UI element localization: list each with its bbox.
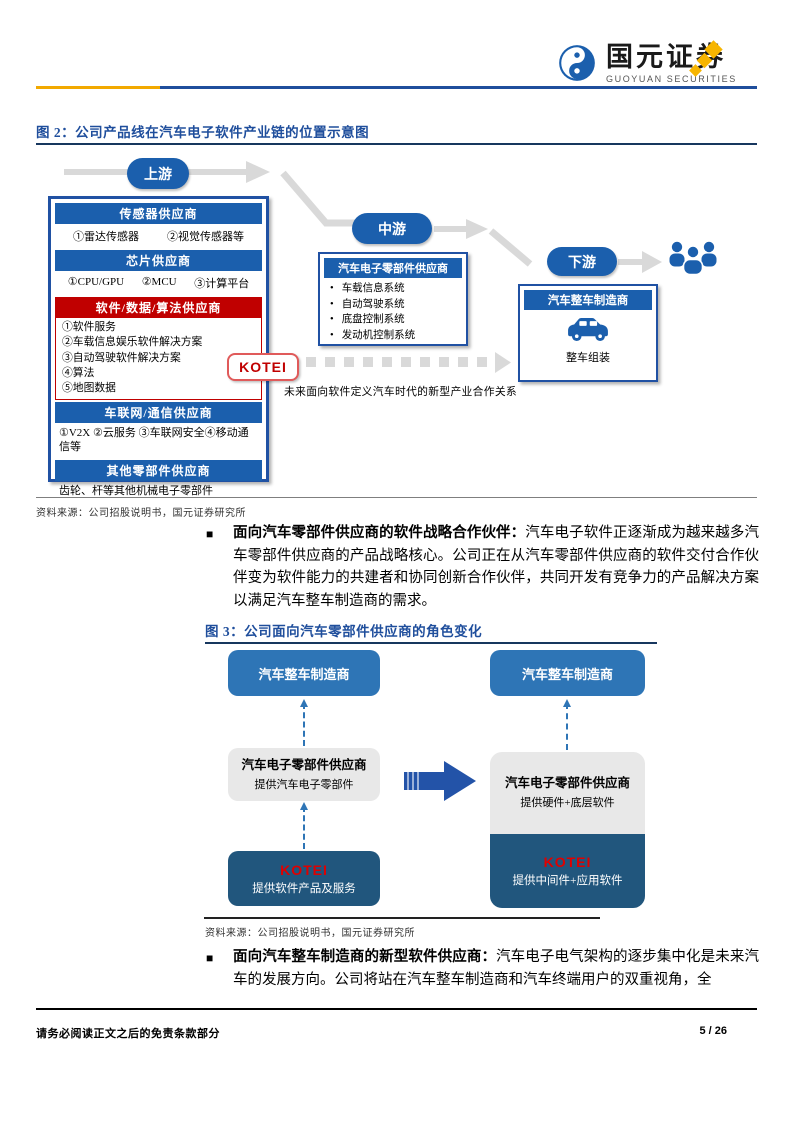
paragraph-1: ■ 面向汽车零部件供应商的软件战略合作伙伴：汽车电子软件正逐渐成为越来越多汽车零… <box>206 522 760 612</box>
paragraph-2-body: 汽车电子电气架构的逐步集中化是未来汽车的发展方向。公司将站在汽车整车制造商和汽车… <box>233 949 760 988</box>
section-header-chip: 芯片供应商 <box>55 250 262 271</box>
fig3-right-oem-box: 汽车整车制造商 <box>490 650 645 696</box>
car-icon <box>568 318 608 341</box>
fig3-right-kotei-label: KOTEI <box>543 854 592 870</box>
sensor-item: ①雷达传感器 <box>73 231 139 243</box>
header-rule-gold <box>36 86 160 89</box>
fig3-right-tier1-sub: 提供硬件+底层软件 <box>520 797 615 809</box>
figure3-title: 图 3：公司面向汽车零部件供应商的角色变化 <box>205 624 483 639</box>
fig3-left-kotei-box: KOTEI 提供软件产品及服务 <box>228 851 380 906</box>
figure2-source: 资料来源：公司招股说明书，国元证券研究所 <box>36 508 246 519</box>
chip-item: ①CPU/GPU <box>67 276 125 288</box>
figure2-bottom-rule <box>36 497 757 498</box>
section-body-other: 齿轮、杆等其他机械电子零部件 <box>59 485 213 498</box>
software-item: ④算法 <box>62 366 95 379</box>
bullet-square-icon: ■ <box>206 951 214 965</box>
stage-pill-downstream: 下游 <box>547 247 617 276</box>
section-header-other: 其他零部件供应商 <box>55 460 262 482</box>
oem-panel-header: 汽车整车制造商 <box>524 290 652 310</box>
footer-disclaimer: 请务必阅读正文之后的免责条款部分 <box>36 1028 220 1040</box>
paragraph-1-body: 汽车电子软件正逐渐成为越来越多汽车零部件供应商的产品战略核心。公司正在从汽车零部… <box>233 525 760 609</box>
tier1-panel-header: 汽车电子零部件供应商 <box>324 258 462 278</box>
fig3-dashed-arrow-up <box>300 802 308 849</box>
figure2-title: 图 2：公司产品线在汽车电子软件产业链的位置示意图 <box>36 125 370 140</box>
fig3-right-kotei-box: KOTEI 提供中间件+应用软件 <box>490 834 645 908</box>
fig3-left-tier1-title: 汽车电子零部件供应商 <box>241 757 367 772</box>
consumers-icon <box>669 241 717 276</box>
sensor-item: ②视觉传感器等 <box>167 231 244 243</box>
software-item: ①软件服务 <box>62 321 116 333</box>
software-item: ③自动驾驶软件解决方案 <box>62 351 181 364</box>
paragraph-2: ■ 面向汽车整车制造商的新型软件供应商：汽车电子电气架构的逐步集中化是未来汽车的… <box>206 946 760 991</box>
fig3-left-oem-box: 汽车整车制造商 <box>228 650 380 696</box>
guoyuan-logo-icon <box>559 45 595 81</box>
footer-rule <box>36 1008 757 1010</box>
figure3-bottom-rule <box>204 917 600 919</box>
section-body-sensor: ①雷达传感器 ②视觉传感器等 <box>53 224 264 248</box>
fig3-right-joined-box: 汽车电子零部件供应商 提供硬件+底层软件 KOTEI 提供中间件+应用软件 <box>490 752 645 908</box>
oem-panel: 汽车整车制造商 整车组装 <box>518 284 658 382</box>
chip-item: ③计算平台 <box>194 278 250 290</box>
stage-pill-upstream: 上游 <box>127 158 189 189</box>
section-header-sensor: 传感器供应商 <box>55 203 262 224</box>
tier1-item: 发动机控制系统 <box>324 328 462 344</box>
tier1-item: 车载信息系统 <box>324 281 462 297</box>
figure3-title-rule <box>205 642 657 644</box>
transition-arrow-icon <box>404 761 476 801</box>
fig3-left-kotei-sub: 提供软件产品及服务 <box>252 882 356 895</box>
chip-item: ②MCU <box>141 276 177 288</box>
section-header-software: 软件/数据/算法供应商 <box>55 297 262 318</box>
tier1-panel: 汽车电子零部件供应商 车载信息系统 自动驾驶系统 底盘控制系统 发动机控制系统 <box>318 252 468 346</box>
figure3-source: 资料来源：公司招股说明书，国元证券研究所 <box>205 928 415 939</box>
software-item: ⑤地图数据 <box>62 382 116 395</box>
section-header-telematics: 车联网/通信供应商 <box>55 401 262 423</box>
fig3-left-kotei-label: KOTEI <box>280 861 328 878</box>
supplier-panel: 传感器供应商 ①雷达传感器 ②视觉传感器等 芯片供应商 ①CPU/GPU ②MC… <box>48 196 269 497</box>
fig3-dashed-arrow-up <box>300 699 308 746</box>
fig3-right-tier1-box: 汽车电子零部件供应商 提供硬件+底层软件 <box>490 752 645 834</box>
stage-pill-midstream: 中游 <box>352 213 432 244</box>
section-body-software: ①软件服务 ②车载信息娱乐软件解决方案 ③自动驾驶软件解决方案 ④算法 ⑤地图数… <box>55 318 262 400</box>
section-body-chip: ①CPU/GPU ②MCU ③计算平台 <box>53 271 264 295</box>
software-item: ②车载信息娱乐软件解决方案 <box>62 336 203 349</box>
kotei-label: KOTEI <box>227 353 299 381</box>
fig3-right-kotei-sub: 提供中间件+应用软件 <box>512 875 623 887</box>
paragraph-1-lead: 面向汽车零部件供应商的软件战略合作伙伴： <box>233 525 526 541</box>
fig3-left-tier1-box: 汽车电子零部件供应商 提供汽车电子零部件 <box>228 748 380 801</box>
paragraph-2-lead: 面向汽车整车制造商的新型软件供应商： <box>233 949 497 965</box>
bullet-square-icon: ■ <box>206 527 214 541</box>
tier1-item: 底盘控制系统 <box>324 312 462 328</box>
fig3-right-tier1-title: 汽车电子零部件供应商 <box>504 776 630 790</box>
header-rule-blue <box>160 86 757 89</box>
footer-page-number: 5 / 26 <box>699 1025 727 1037</box>
oem-caption: 整车组装 <box>566 352 610 364</box>
figure2-title-rule <box>36 143 757 145</box>
tier1-item: 自动驾驶系统 <box>324 297 462 313</box>
brand-name-en: GUOYUAN SECURITIES <box>606 74 737 84</box>
future-cooperation-note: 未来面向软件定义汽车时代的新型产业合作关系 <box>284 386 518 398</box>
fig3-left-tier1-sub: 提供汽车电子零部件 <box>254 778 354 791</box>
section-body-telematics: ①V2X ②云服务 ③车联网安全④移动通信等 <box>59 426 249 454</box>
fig3-dashed-arrow-up <box>563 699 571 750</box>
tier1-item-list: 车载信息系统 自动驾驶系统 底盘控制系统 发动机控制系统 <box>324 281 462 343</box>
